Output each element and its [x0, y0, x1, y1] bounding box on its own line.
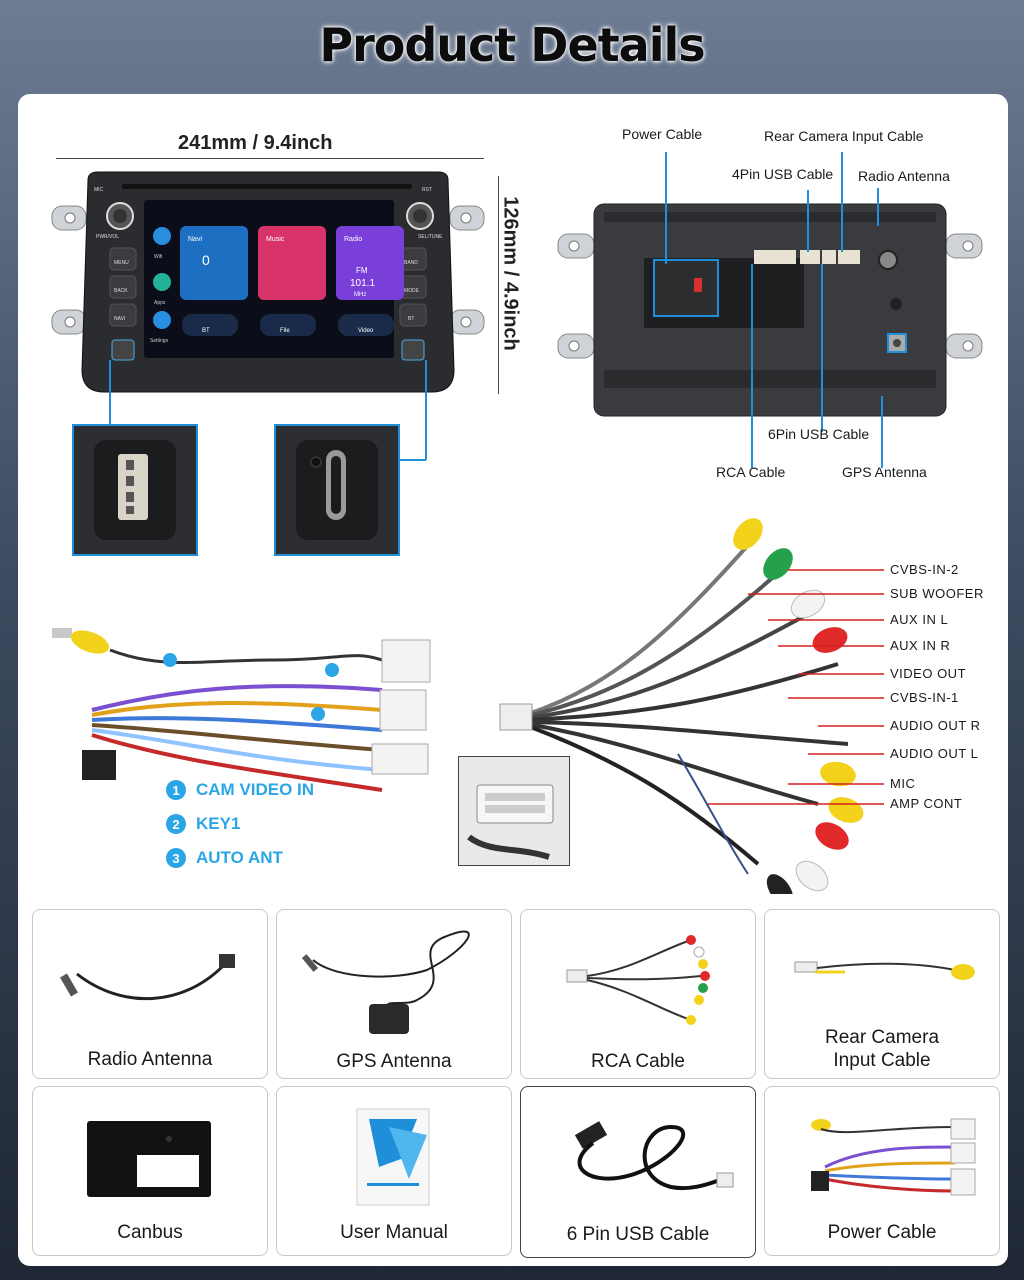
rca-label-audio-out-r: AUDIO OUT R [890, 718, 981, 733]
callout-gps-antenna: GPS Antenna [842, 464, 927, 480]
button-label-menu: MENU [114, 260, 129, 266]
port-callout-lines [109, 360, 427, 461]
legend-number: 1 [166, 780, 186, 800]
legend-item-3: 3 AUTO ANT [166, 848, 314, 868]
rca-label-sub-woofer: SUB WOOFER [890, 586, 984, 601]
usb-c-port-closeup [274, 424, 400, 556]
user-manual-image [356, 1108, 430, 1206]
screen-card-navi: Navi [188, 236, 203, 243]
usb-6pin-image [574, 1121, 734, 1191]
accessory-tile-user-manual: User Manual [276, 1086, 512, 1256]
accessory-tile-usb-6pin: 6 Pin USB Cable [520, 1086, 756, 1258]
button-label-bt: BT [408, 316, 415, 322]
button-label-mode: MODE [404, 288, 419, 294]
width-dimension-line [56, 158, 484, 159]
details-card: 241mm / 9.4inch 126mm / 4.9inch [18, 94, 1008, 1266]
callout-power-cable: Power Cable [622, 126, 703, 142]
harness-legend: 1 CAM VIDEO IN 2 KEY1 3 AUTO ANT [166, 780, 314, 868]
accessory-tile-canbus: Canbus [32, 1086, 268, 1256]
usb-a-port-closeup [72, 424, 198, 556]
callout-radio-antenna: Radio Antenna [858, 168, 950, 184]
tile-label: GPS Antenna [336, 1051, 452, 1072]
rca-label-amp-cont: AMP CONT [890, 796, 963, 811]
screen-card-music: Music [266, 236, 285, 243]
legend-label-cam-video-in: CAM VIDEO IN [196, 780, 315, 799]
screen-speed: 0 [202, 252, 210, 268]
rca-label-cvbs-in-2: CVBS-IN-2 [890, 562, 959, 577]
height-dimension-line [498, 176, 499, 394]
tile-label: Radio Antenna [87, 1049, 213, 1070]
callout-rca-cable: RCA Cable [716, 464, 786, 480]
tile-label: Power Cable [827, 1222, 937, 1243]
tile-label: 6 Pin USB Cable [566, 1224, 710, 1245]
legend-number: 3 [166, 848, 186, 868]
tile-label: Canbus [117, 1222, 183, 1243]
width-dimension-label: 241mm / 9.4inch [178, 132, 333, 154]
rca-label-mic: MIC [890, 776, 916, 791]
page-title: Product Details [319, 18, 705, 72]
legend-number: 2 [166, 814, 186, 834]
canbus-image [87, 1121, 211, 1197]
legend-label-key1: KEY1 [196, 814, 241, 833]
accessory-tile-rca-cable: RCA Cable [520, 909, 756, 1079]
head-unit-front [51, 171, 485, 393]
tile-label: User Manual [340, 1222, 448, 1243]
screen-radio-freq: 101.1 [350, 278, 376, 289]
rear-camera-cable-image [794, 961, 975, 980]
rca-label-lines [708, 569, 884, 805]
screen-app-file: File [280, 328, 290, 334]
screen-app-wifi: Wifi [154, 254, 163, 260]
screen-app-apps: Apps [154, 300, 166, 306]
rca-label-audio-out-l: AUDIO OUT L [890, 746, 979, 761]
callout-rear-camera: Rear Camera Input Cable [764, 128, 924, 144]
tile-label: RCA Cable [591, 1051, 685, 1072]
button-label-sel-tune: SEL/TUNE [418, 234, 443, 240]
accessory-tile-power-cable: Power Cable [764, 1086, 1000, 1256]
accessory-tile-rear-camera-cable: Rear Camera Input Cable [764, 909, 1000, 1079]
button-label-rst: RST [422, 187, 432, 193]
rca-label-video-out: VIDEO OUT [890, 666, 967, 681]
screen-radio-band: FM [356, 266, 368, 275]
button-label-pwr-vol: PWR/VOL [96, 234, 120, 240]
power-cable-image [811, 1118, 976, 1196]
callout-usb-4pin: 4Pin USB Cable [732, 166, 834, 182]
head-unit-rear [557, 203, 983, 417]
rca-connector-closeup [458, 756, 570, 866]
legend-label-auto-ant: AUTO ANT [196, 848, 283, 867]
callout-usb-6pin: 6Pin USB Cable [768, 426, 870, 442]
rear-callout-lines [665, 152, 883, 468]
tile-label-line-2: Input Cable [833, 1050, 931, 1071]
power-harness-illustration [52, 628, 431, 792]
screen-app-bt: BT [202, 328, 210, 334]
screen-card-radio: Radio [344, 236, 363, 243]
legend-item-2: 2 KEY1 [166, 814, 314, 834]
rca-cable-image [566, 935, 710, 1025]
screen-radio-unit: MHz [354, 292, 367, 298]
button-label-navi: NAVI [114, 316, 126, 322]
accessory-tile-radio-antenna: Radio Antenna [32, 909, 268, 1079]
gps-antenna-image [301, 930, 470, 1034]
screen-app-video: Video [358, 328, 374, 334]
tile-label-line-1: Rear Camera [824, 1027, 940, 1048]
rca-label-aux-in-l: AUX IN L [890, 612, 949, 627]
button-label-mic: MIC [94, 187, 104, 193]
button-label-band: BAND [404, 260, 418, 266]
button-label-back: BACK [114, 288, 128, 294]
screen-app-settings: Settings [150, 338, 169, 344]
accessory-tile-gps-antenna: GPS Antenna [276, 909, 512, 1079]
rca-cable-illustration [499, 518, 864, 894]
radio-antenna-image [60, 954, 235, 1001]
rca-label-aux-in-r: AUX IN R [890, 638, 951, 653]
legend-item-1: 1 CAM VIDEO IN [166, 780, 314, 800]
rca-label-cvbs-in-1: CVBS-IN-1 [890, 690, 959, 705]
